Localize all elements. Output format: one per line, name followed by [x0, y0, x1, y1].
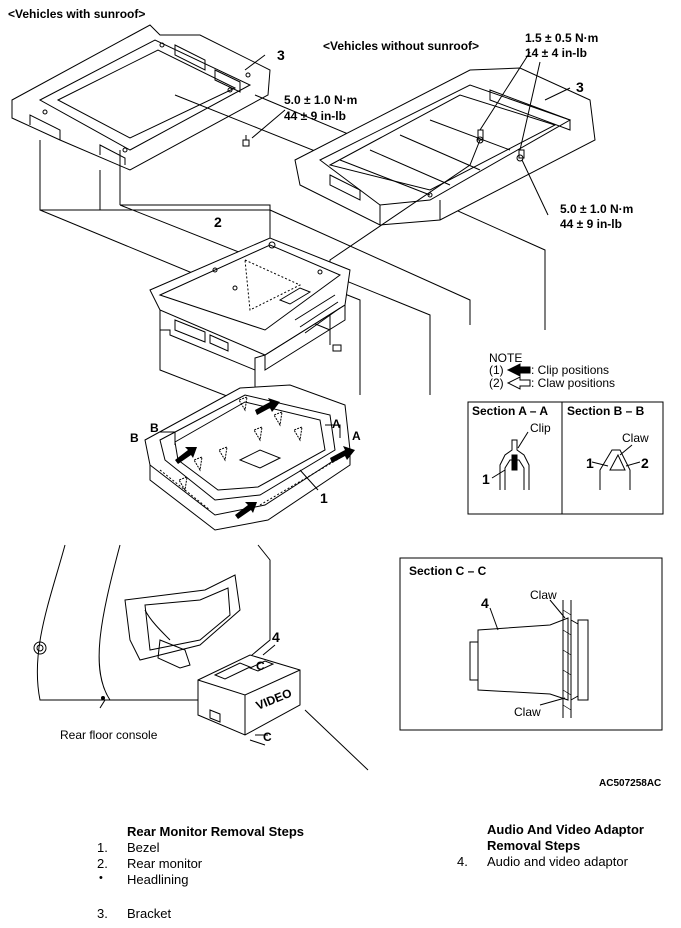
- note-item2-num: (2): [489, 376, 504, 390]
- bracket-with-sunroof: [11, 24, 271, 171]
- callout-3b: 3: [576, 79, 584, 95]
- step-2-num: 2.: [97, 856, 108, 871]
- bezel: [144, 384, 351, 531]
- step-bullet: •: [99, 872, 103, 884]
- section-a-num: 1: [482, 471, 490, 487]
- torque3-inlb: 44 ± 9 in-lb: [560, 217, 622, 231]
- rear-monitor: [149, 237, 351, 371]
- section-mark-a1: A: [332, 417, 341, 431]
- step-1-label: Bezel: [127, 840, 160, 855]
- section-c-title: Section C – C: [409, 564, 487, 578]
- section-c-claw-top: Claw: [530, 588, 557, 602]
- section-a-title: Section A – A: [472, 404, 548, 418]
- steps-right-title-2: Removal Steps: [487, 838, 581, 853]
- header-with-sunroof: <Vehicles with sunroof>: [8, 7, 145, 21]
- figure-code: AC507258AC: [599, 778, 661, 789]
- note-item1-num: (1): [489, 363, 504, 377]
- step-4-num: 4.: [457, 854, 468, 869]
- section-b-title: Section B – B: [567, 404, 645, 418]
- section-b-num1: 1: [586, 455, 594, 471]
- callout-2: 2: [214, 214, 222, 230]
- section-c-box: [399, 557, 663, 731]
- section-c-claw-bottom: Claw: [514, 705, 541, 719]
- bracket-without-sunroof: [294, 67, 596, 330]
- callout-1: 1: [320, 490, 328, 506]
- step-4-label: Audio and video adaptor: [487, 854, 628, 869]
- section-b-num2: 2: [641, 455, 649, 471]
- torque2-inlb: 14 ± 4 in-lb: [525, 46, 587, 60]
- console-label: Rear floor console: [60, 728, 158, 742]
- step-3-label: Bracket: [127, 906, 172, 921]
- callout-4: 4: [272, 629, 280, 645]
- step-2-label: Rear monitor: [127, 856, 203, 871]
- section-a-clip-label: Clip: [530, 421, 551, 435]
- steps-left-title: Rear Monitor Removal Steps: [127, 824, 304, 839]
- section-mark-c2: C: [263, 730, 272, 744]
- section-mark-a2: A: [352, 429, 361, 443]
- note-item2-label: : Claw positions: [531, 376, 615, 390]
- callout-3a: 3: [277, 47, 285, 63]
- section-c-num: 4: [481, 595, 489, 611]
- section-mark-c1: C: [256, 659, 265, 673]
- step-1-num: 1.: [97, 840, 108, 855]
- torque3-nm: 5.0 ± 1.0 N·m: [560, 202, 633, 216]
- note-item1-label: : Clip positions: [531, 363, 609, 377]
- torque1-inlb: 44 ± 9 in-lb: [284, 109, 346, 123]
- torque1-nm: 5.0 ± 1.0 N·m: [284, 93, 357, 107]
- section-b-claw-label: Claw: [622, 431, 649, 445]
- section-mark-b2: B: [130, 431, 139, 445]
- steps-right-title-1: Audio And Video Adaptor: [487, 822, 644, 837]
- step-3-num: 3.: [97, 906, 108, 921]
- header-without-sunroof: <Vehicles without sunroof>: [323, 39, 479, 53]
- av-adaptor: [197, 654, 301, 736]
- section-mark-b1: B: [150, 421, 159, 435]
- section-ab-box: [467, 401, 664, 515]
- note-title: NOTE: [489, 351, 522, 365]
- step-headlining-label: Headlining: [127, 872, 189, 887]
- torque2-nm: 1.5 ± 0.5 N·m: [525, 31, 598, 45]
